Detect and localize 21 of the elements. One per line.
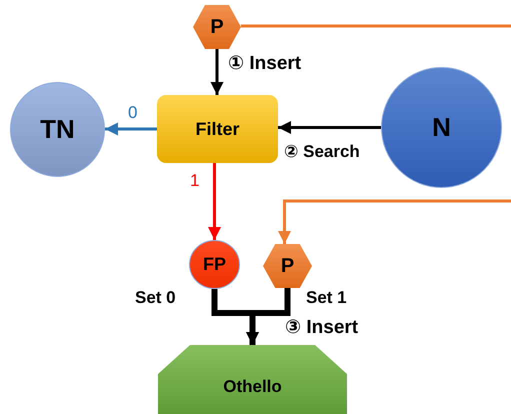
node-label: N (432, 112, 451, 143)
arrow (208, 163, 221, 240)
node-label: FP (202, 254, 226, 275)
hexagon-node (263, 244, 312, 288)
node-label: Filter (195, 118, 240, 140)
arrow (278, 121, 381, 134)
set-label: Set 1 (306, 288, 347, 308)
arrow (210, 49, 224, 95)
circle-node (189, 240, 240, 289)
filter-box (157, 95, 278, 163)
node-label: P (210, 16, 224, 38)
node-label: TN (40, 114, 75, 145)
octagon-node (158, 345, 347, 414)
arrow (105, 122, 157, 136)
arrow (278, 200, 511, 244)
node-label: P (280, 254, 294, 278)
set-label: Set 0 (135, 288, 176, 308)
circle-node (381, 67, 502, 188)
hexagon-node (193, 5, 241, 49)
circle-node (10, 82, 105, 177)
node-label: Othello (223, 376, 282, 396)
